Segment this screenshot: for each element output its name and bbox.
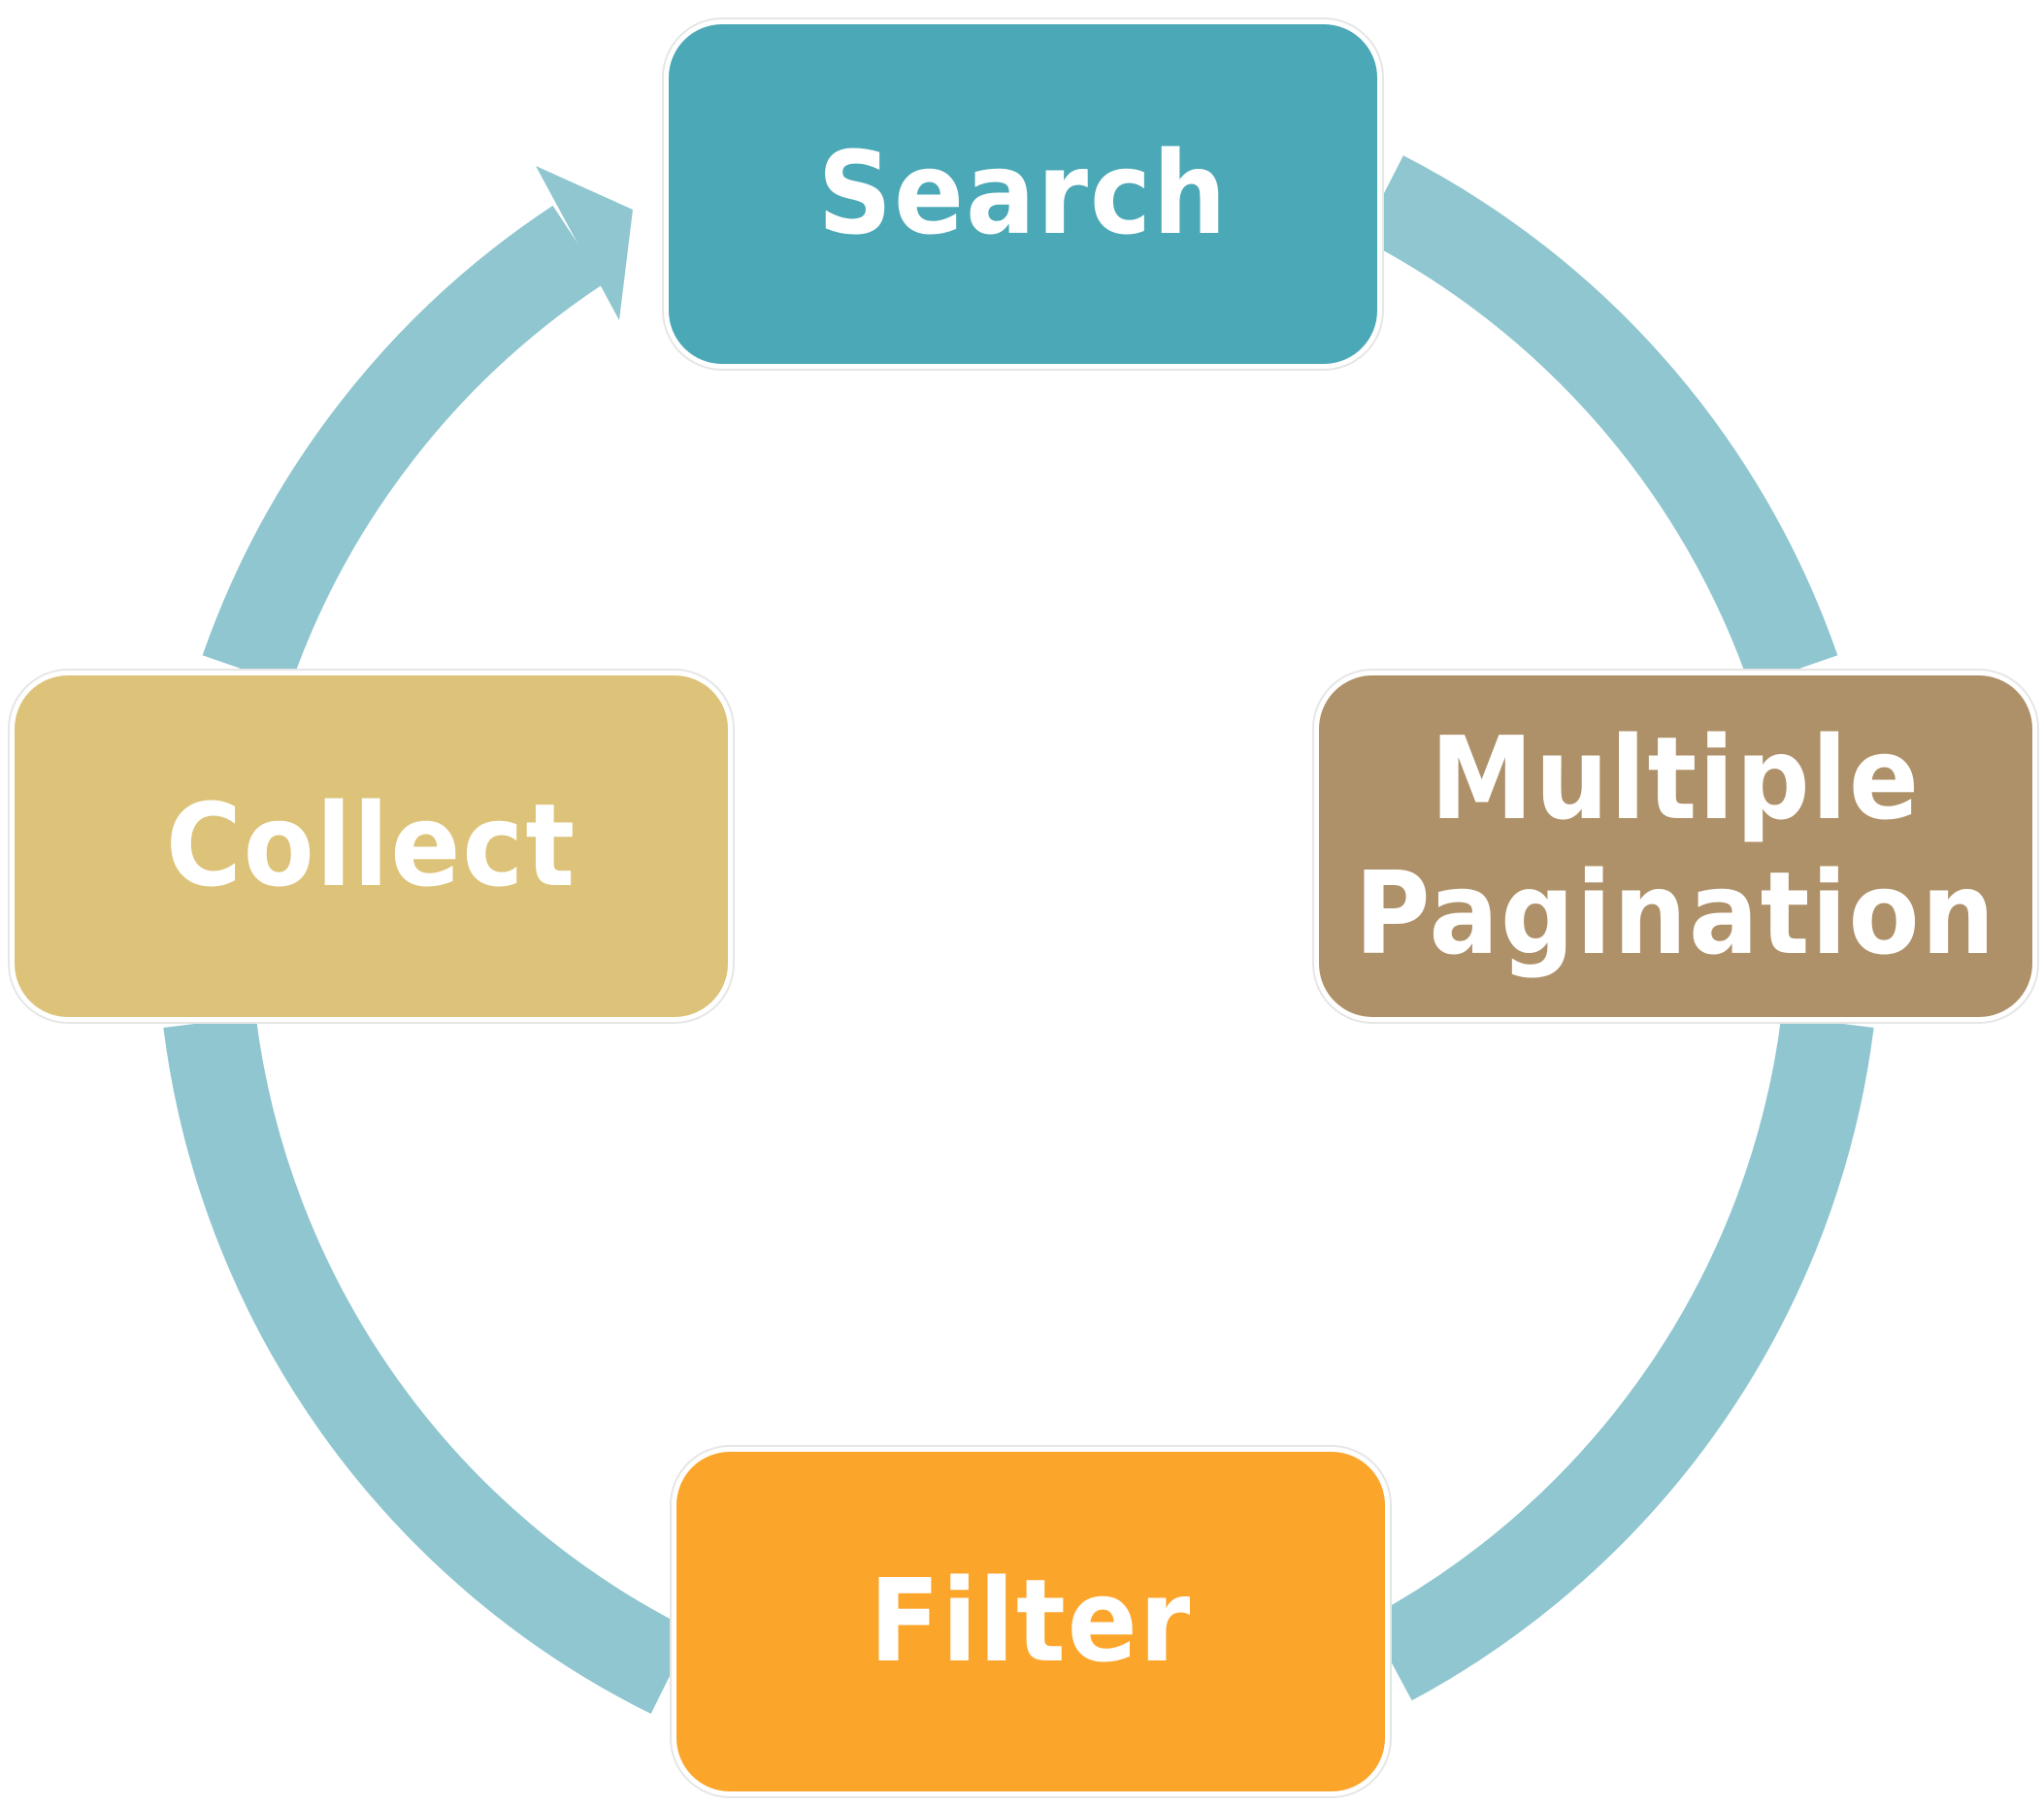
connector-collect-to-search bbox=[202, 205, 605, 686]
search-step-label: Search bbox=[817, 126, 1229, 261]
collect-step: Collect bbox=[10, 671, 733, 1022]
connector-search-to-pagination bbox=[1361, 155, 1838, 686]
filter-step: Filter bbox=[672, 1447, 1390, 1796]
collect-step-label: Collect bbox=[165, 778, 577, 913]
filter-step-label: Filter bbox=[869, 1554, 1193, 1689]
search-step: Search bbox=[664, 19, 1382, 369]
connector-pagination-to-filter bbox=[1368, 1016, 1874, 1701]
multiple-pagination-step-label: Multiple Pagination bbox=[1354, 710, 1997, 980]
connector-filter-to-collect bbox=[163, 1016, 693, 1715]
multiple-pagination-step: Multiple Pagination bbox=[1314, 671, 2037, 1022]
arrowhead-icon bbox=[536, 166, 633, 320]
